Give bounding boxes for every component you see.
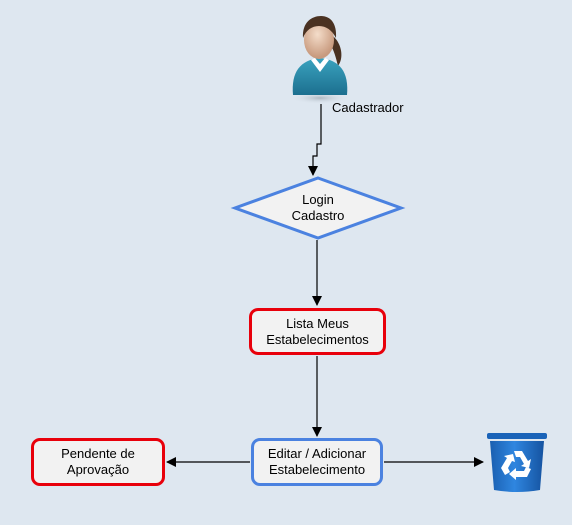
actor-label: Cadastrador [332, 100, 404, 115]
node-pendente-line1: Pendente de [61, 446, 135, 461]
node-editar-adicionar-estabelecimento[interactable]: Editar / Adicionar Estabelecimento [251, 438, 383, 486]
decision-diamond[interactable] [230, 176, 406, 240]
node-lista-line1: Lista Meus [286, 315, 349, 331]
node-editar-line2: Estabelecimento [268, 462, 366, 477]
node-lista-line2: Estabelecimentos [266, 331, 369, 347]
node-editar-line1: Editar / Adicionar [267, 446, 367, 461]
node-lista-meus-estabelecimentos[interactable]: Lista Meus Estabelecimentos [249, 308, 386, 355]
recycle-bin-icon[interactable] [487, 433, 547, 492]
node-pendente-line2: Aprovação [66, 462, 130, 477]
person-avatar-icon[interactable] [290, 16, 350, 104]
node-pendente-de-aprovacao[interactable]: Pendente de Aprovação [31, 438, 165, 486]
edge-actor-to-login [308, 104, 322, 176]
